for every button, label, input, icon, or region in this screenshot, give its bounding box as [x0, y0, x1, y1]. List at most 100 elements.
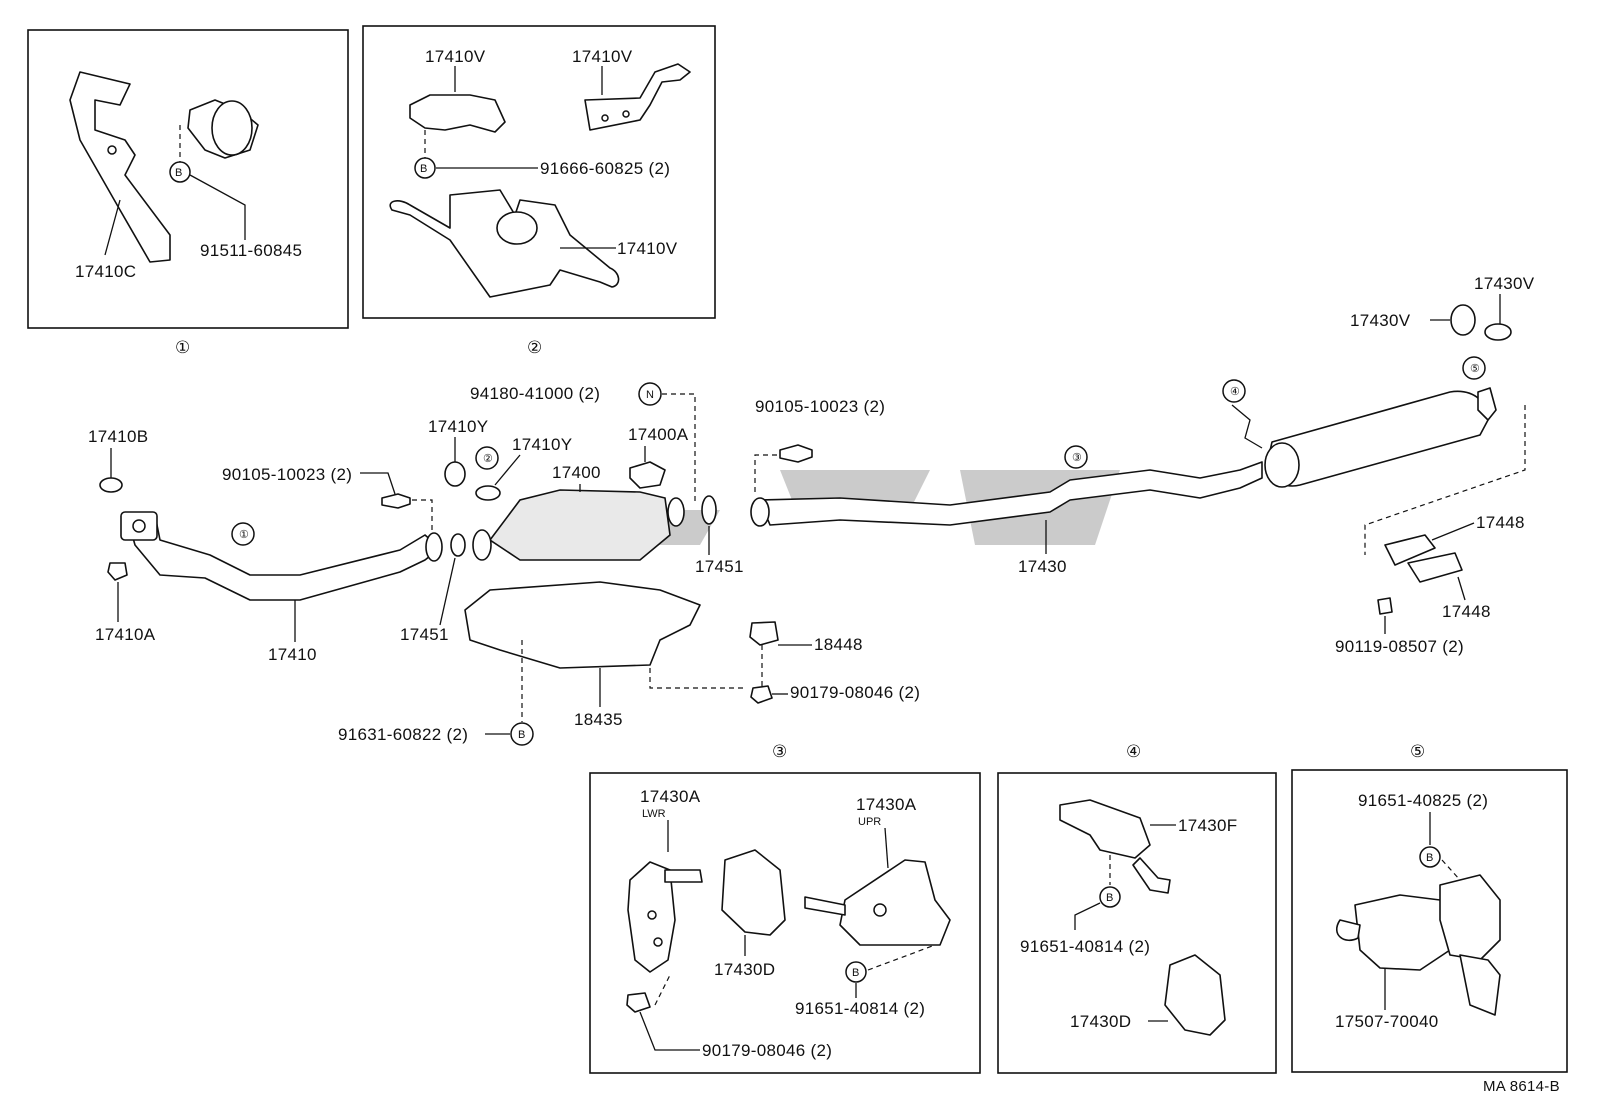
gasket-17410y-b: [475, 485, 501, 501]
front-pipe-17410: [127, 514, 441, 601]
diagram-id: MA 8614-B: [1483, 1078, 1560, 1095]
bolt-90119: [1377, 597, 1393, 615]
heat-shield-18435: [464, 581, 701, 669]
label-17410a: 17410A: [95, 625, 156, 644]
muffler-hanger: [1477, 387, 1497, 421]
label-17451-b: 17451: [695, 557, 744, 576]
bolt-90105-b: [779, 444, 813, 463]
label-17430d-b: 17430D: [1070, 1012, 1131, 1031]
bolt-letter-2: B: [420, 163, 427, 175]
muffler-section-callout: [1462, 356, 1486, 380]
label-17430v-a: 17430V: [1350, 311, 1411, 330]
section-marker-3: ③: [772, 742, 788, 761]
nut-callout-n: [638, 382, 662, 406]
bolt-callout-b-3: [845, 961, 867, 983]
bracket-17410v-c: [389, 189, 620, 298]
label-17451-a: 17451: [400, 625, 449, 644]
label-17448-b: 17448: [1442, 602, 1491, 621]
nut-17410a: [107, 562, 128, 581]
bolt-callout-b-5: [1419, 846, 1441, 868]
bolt-letter-4: B: [1106, 892, 1113, 904]
nut-90179: [750, 685, 773, 704]
bracket-17410c: [69, 71, 171, 263]
pipe-section-callout-3: [1064, 445, 1088, 469]
bracket-18448: [749, 621, 779, 646]
pipe-marker-4: ④: [1230, 386, 1240, 398]
converter-marker-2: ②: [483, 453, 493, 465]
gasket-17451-a: [450, 533, 466, 557]
muffler-marker-5: ⑤: [1470, 363, 1480, 375]
converter-section-callout: [475, 446, 499, 470]
section-marker-2: ②: [527, 338, 543, 357]
ring-17430v-a: [1450, 304, 1476, 336]
rubber-hanger-17430d-b: [1164, 954, 1226, 1036]
inset-box-2: 17410V B 91666-60825 (2) 17410V 17410V: [362, 25, 716, 319]
label-91651-40814-a: 91651-40814 (2): [795, 999, 925, 1018]
label-91666-60825: 91666-60825 (2): [540, 159, 670, 178]
tail-17448-b: [1407, 552, 1463, 583]
main-assembly: ① ② ③ ④ ⑤: [88, 274, 1534, 746]
label-91651-40825: 91651-40825 (2): [1358, 791, 1488, 810]
nut-90179-b: [626, 992, 651, 1013]
label-17410v-b: 17410V: [572, 47, 633, 66]
ring-17430v-b: [1484, 323, 1512, 341]
bolt-callout-b-main: [510, 722, 534, 746]
label-lwr: LWR: [642, 808, 666, 820]
label-17410y-b: 17410Y: [512, 435, 572, 454]
label-91511-60845: 91511-60845: [200, 241, 302, 260]
label-18448: 18448: [814, 635, 863, 654]
pipe-marker-3: ③: [1072, 452, 1082, 464]
catalytic-converter-17400: [488, 489, 671, 561]
label-90119-08507: 90119-08507 (2): [1335, 637, 1464, 656]
hanger-17410v-b: [584, 63, 691, 131]
bolt-letter-main: B: [518, 729, 525, 741]
muffler: [1266, 390, 1489, 487]
label-90105-10023-b: 90105-10023 (2): [755, 397, 885, 416]
tail-17448-a: [1384, 534, 1436, 566]
label-91651-40814-b: 91651-40814 (2): [1020, 937, 1150, 956]
bolt-letter-5: B: [1426, 852, 1433, 864]
label-17410: 17410: [268, 645, 317, 664]
bolt-callout-b-2: [414, 157, 436, 179]
bolt-callout-b: [169, 161, 191, 183]
label-17410v-c: 17410V: [617, 239, 678, 258]
pipe-section-callout: [231, 522, 255, 546]
inset-box-4: 17430F B 91651-40814 (2) 17430D: [997, 772, 1277, 1074]
label-90179-08046-b: 90179-08046 (2): [702, 1041, 832, 1060]
label-94180-41000: 94180-41000 (2): [470, 384, 600, 403]
label-17410b: 17410B: [88, 427, 148, 446]
label-91631-60822: 91631-60822 (2): [338, 725, 468, 744]
pipe-marker-1: ①: [239, 529, 249, 541]
gasket-17410b: [99, 477, 123, 493]
bolt-callout-b-4: [1099, 886, 1121, 908]
label-17430a-upr: 17430A: [856, 795, 917, 814]
rubber-hanger-17430d: [721, 849, 786, 936]
bolt-90105-a: [381, 493, 411, 509]
pipe-section-callout-4: [1222, 379, 1246, 403]
inset-box-3: 17430A LWR 17430D 17430A UPR B 91651-408…: [589, 772, 981, 1074]
bolt-letter-3: B: [852, 967, 859, 979]
gasket-17451-b: [701, 495, 717, 525]
label-upr: UPR: [858, 816, 881, 828]
bolt-letter: B: [175, 167, 182, 179]
center-pipe-17430: [759, 461, 1263, 526]
label-17400: 17400: [552, 463, 601, 482]
hanger-17410v-a: [409, 94, 506, 133]
bracket-17400a: [629, 461, 666, 489]
section-marker-4: ④: [1126, 742, 1142, 761]
bracket-17430a-upr: [839, 859, 951, 946]
label-90179-08046: 90179-08046 (2): [790, 683, 920, 702]
label-17430: 17430: [1018, 557, 1067, 576]
gasket-17410y-a: [444, 461, 466, 487]
section-marker-1: ①: [175, 338, 191, 357]
label-90105-10023-a: 90105-10023 (2): [222, 465, 352, 484]
label-17410c: 17410C: [75, 262, 136, 281]
label-17430f: 17430F: [1178, 816, 1237, 835]
label-17400a: 17400A: [628, 425, 689, 444]
inset-box-5: 91651-40825 (2) B 17507-70040: [1291, 769, 1568, 1073]
section-marker-5: ⑤: [1410, 742, 1426, 761]
label-17448-a: 17448: [1476, 513, 1525, 532]
label-17430d: 17430D: [714, 960, 775, 979]
label-17410y-a: 17410Y: [428, 417, 488, 436]
